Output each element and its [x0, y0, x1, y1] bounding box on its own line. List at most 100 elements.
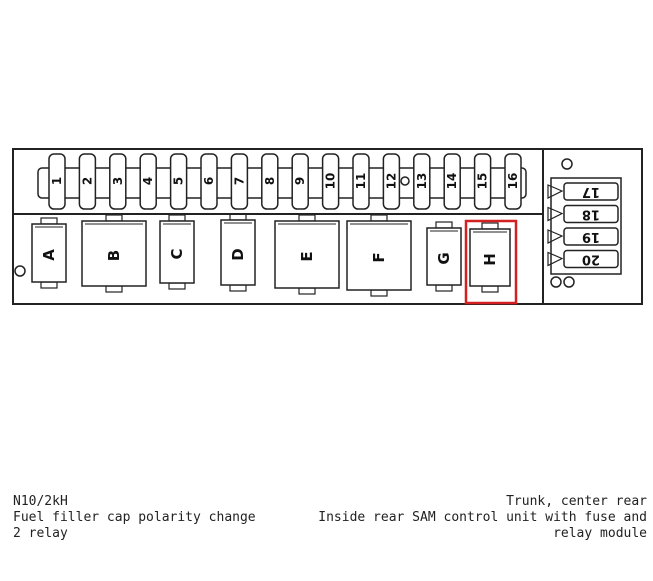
relay-label: F: [370, 252, 388, 262]
fuse-body: [200, 153, 218, 210]
fuse-body: [230, 153, 249, 210]
side-fuse-18: 18: [547, 204, 619, 224]
fuse-13: 13: [413, 153, 431, 210]
relay-g: G: [426, 221, 462, 292]
fuse-label: 2: [80, 177, 94, 185]
fuse-label: 11: [354, 173, 368, 190]
component-code: N10/2kH: [13, 494, 68, 509]
relay-f: F: [346, 214, 412, 297]
relay-a: A: [31, 217, 67, 289]
fuse-body: [139, 153, 157, 210]
fuse-7: 7: [230, 153, 249, 210]
fuse-6: 6: [200, 153, 218, 210]
relay-label: H: [481, 253, 499, 266]
relay-body: [159, 220, 195, 284]
fuse-body: [48, 153, 66, 210]
fuse-body: [169, 153, 188, 210]
side-fuse-body: [563, 182, 619, 201]
mount-hole-bottom-right-b: [563, 276, 575, 288]
relay-d: D: [220, 213, 256, 292]
fuse-body: [78, 153, 97, 210]
fuse-10: 10: [321, 153, 340, 210]
fuse-label: 1: [50, 177, 64, 185]
relay-e: E: [274, 214, 340, 295]
relay-body: [274, 220, 340, 289]
fuse-5: 5: [169, 153, 188, 210]
fuse-label: 13: [415, 173, 429, 190]
component-caption: N10/2kH Fuel filler cap polarity change …: [13, 494, 263, 542]
relay-label: C: [168, 248, 186, 259]
fuse-label: 6: [202, 177, 216, 185]
fuse-label: 4: [141, 177, 155, 185]
mount-hole-left: [14, 265, 26, 277]
location-line-1: Trunk, center rear: [506, 494, 647, 509]
fuse-label: 7: [232, 177, 246, 185]
fuse-label: 10: [324, 173, 338, 190]
side-fuse-label: 17: [582, 184, 600, 199]
fuse-16: 16: [504, 153, 522, 210]
side-fuse-clip: [547, 184, 564, 199]
side-fuse-holder: [550, 177, 622, 275]
fuse-8: 8: [261, 153, 279, 210]
relay-body: [31, 223, 67, 283]
fuse-body: [382, 153, 401, 210]
relay-body: [346, 220, 412, 291]
side-fuse-label: 20: [582, 252, 600, 267]
side-fuse-body: [563, 204, 619, 224]
fuse-15: 15: [473, 153, 492, 210]
highlight-box: [464, 219, 518, 305]
fuse-2: 2: [78, 153, 97, 210]
location-caption: Trunk, center rear Inside rear SAM contr…: [277, 494, 647, 542]
fuse-4: 4: [139, 153, 157, 210]
fuse-label: 15: [476, 173, 490, 190]
fuse-rail: [37, 167, 527, 199]
fuse-11: 11: [352, 153, 370, 210]
fuse-body: [321, 153, 340, 210]
mount-hole-bottom-right-a: [550, 276, 562, 288]
fuse-body: [413, 153, 431, 210]
fuse-label: 16: [506, 173, 520, 190]
relay-body: [469, 228, 511, 287]
fuse-label: 12: [384, 173, 398, 190]
side-fuse-label: 18: [582, 207, 600, 222]
fuse-14: 14: [443, 153, 461, 210]
fuse-3: 3: [109, 153, 127, 210]
fuse-body: [261, 153, 279, 210]
side-fuse-clip: [547, 229, 564, 244]
side-fuse-20: 20: [547, 249, 619, 269]
fuse-1: 1: [48, 153, 66, 210]
relay-body: [220, 219, 256, 286]
side-fuse-clip: [547, 206, 564, 222]
relay-label: E: [298, 251, 316, 261]
fuse-9: 9: [291, 153, 309, 210]
side-fuse-body: [563, 227, 619, 246]
relay-row: A B C D E F G H: [31, 213, 511, 297]
component-name: Fuel filler cap polarity change 2 relay: [13, 510, 256, 541]
fuse-label: 5: [172, 177, 186, 185]
fuse-body: [352, 153, 370, 210]
side-fuse-17: 17: [547, 182, 619, 201]
relay-c: C: [159, 214, 195, 290]
relay-body: [426, 227, 462, 286]
fuse-body: [109, 153, 127, 210]
relay-body: [81, 220, 147, 287]
fuse-body: [473, 153, 492, 210]
fuse-12: 12: [382, 153, 401, 210]
side-fuse-clip: [547, 251, 564, 267]
relay-h: H: [469, 222, 511, 293]
fuse-body: [291, 153, 309, 210]
fuse-body: [504, 153, 522, 210]
relay-label: G: [435, 252, 453, 264]
relay-label: D: [229, 248, 247, 260]
mount-hole-center: [400, 176, 410, 186]
fuse-label: 9: [293, 177, 307, 185]
relay-label: B: [105, 250, 123, 261]
side-fuse-body: [563, 249, 619, 269]
relay-label: A: [40, 249, 58, 261]
location-line-2: Inside rear SAM control unit with fuse a…: [318, 510, 647, 541]
mount-hole-top-right: [561, 158, 573, 170]
fuse-body: [443, 153, 461, 210]
